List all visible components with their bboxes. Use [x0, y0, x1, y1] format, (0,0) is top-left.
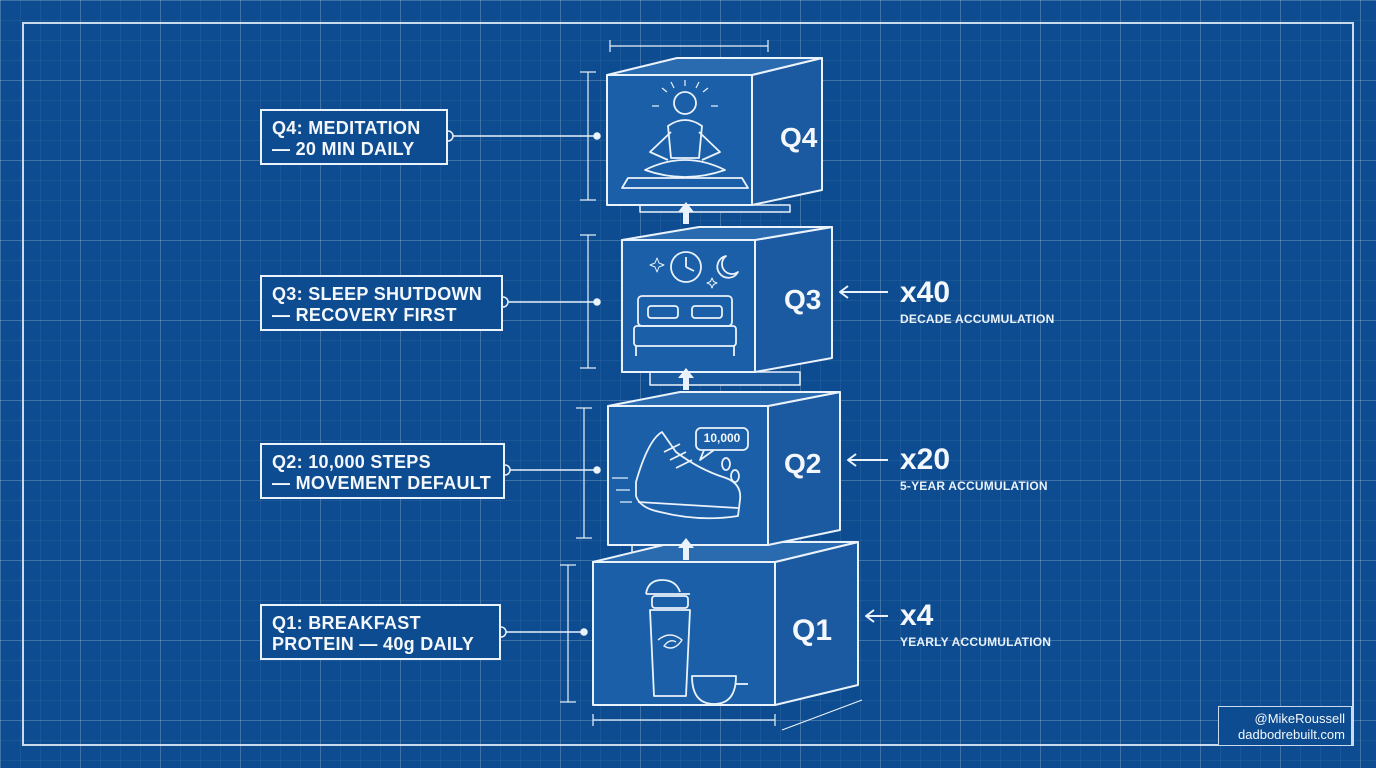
block-q3: [621, 204, 833, 373]
label-q1: Q1: BREAKFAST PROTEIN — 40g DAILY: [260, 604, 501, 660]
multiplier-arrows: [839, 285, 888, 623]
meditation-icon: [621, 80, 749, 189]
up-arrow-icon: [678, 202, 694, 560]
caption-q3: DECADE ACCUMULATION: [900, 312, 1055, 326]
label-q3-line2: — RECOVERY FIRST: [272, 305, 457, 325]
label-q4-line2: — 20 MIN DAILY: [272, 139, 415, 159]
label-q4-line1: Q4: MEDITATION: [272, 118, 421, 138]
label-connectors: [442, 130, 601, 638]
sneaker-icon: [612, 427, 749, 520]
label-q2-line2: — MOVEMENT DEFAULT: [272, 473, 492, 493]
label-q4: Q4: MEDITATION — 20 MIN DAILY: [260, 109, 448, 165]
label-q3-line1: Q3: SLEEP SHUTDOWN: [272, 284, 483, 304]
block-q1: [592, 541, 859, 706]
caption-q1: YEARLY ACCUMULATION: [900, 635, 1052, 649]
credit-site: dadbodrebuilt.com: [1238, 727, 1345, 742]
block-q2: [607, 371, 841, 546]
label-q2-line1: Q2: 10,000 STEPS: [272, 452, 431, 472]
q4-tag: Q4: [780, 122, 818, 153]
block-q4: [606, 57, 823, 206]
label-q1-line2: PROTEIN — 40g DAILY: [272, 634, 475, 654]
q2-tag: Q2: [784, 448, 822, 479]
multiplier-q1: x4: [900, 599, 934, 632]
caption-q2: 5-YEAR ACCUMULATION: [900, 479, 1048, 493]
credit-box: @MikeRoussell dadbodrebuilt.com: [1218, 706, 1352, 746]
q3-tag: Q3: [784, 284, 822, 315]
label-q3: Q3: SLEEP SHUTDOWN — RECOVERY FIRST: [260, 275, 503, 331]
multiplier-q3: x40: [900, 276, 951, 309]
steps-bubble-text: 10,000: [703, 431, 741, 445]
multiplier-q2: x20: [900, 443, 951, 476]
bed-clock-moon-icon: [633, 251, 739, 356]
credit-handle: @MikeRoussell: [1254, 711, 1346, 726]
q1-tag: Q1: [792, 614, 833, 647]
label-q1-line1: Q1: BREAKFAST: [272, 613, 421, 633]
protein-shaker-icon: [645, 579, 748, 705]
blueprint-frame: [22, 22, 1354, 746]
label-q2: Q2: 10,000 STEPS — MOVEMENT DEFAULT: [260, 443, 505, 499]
